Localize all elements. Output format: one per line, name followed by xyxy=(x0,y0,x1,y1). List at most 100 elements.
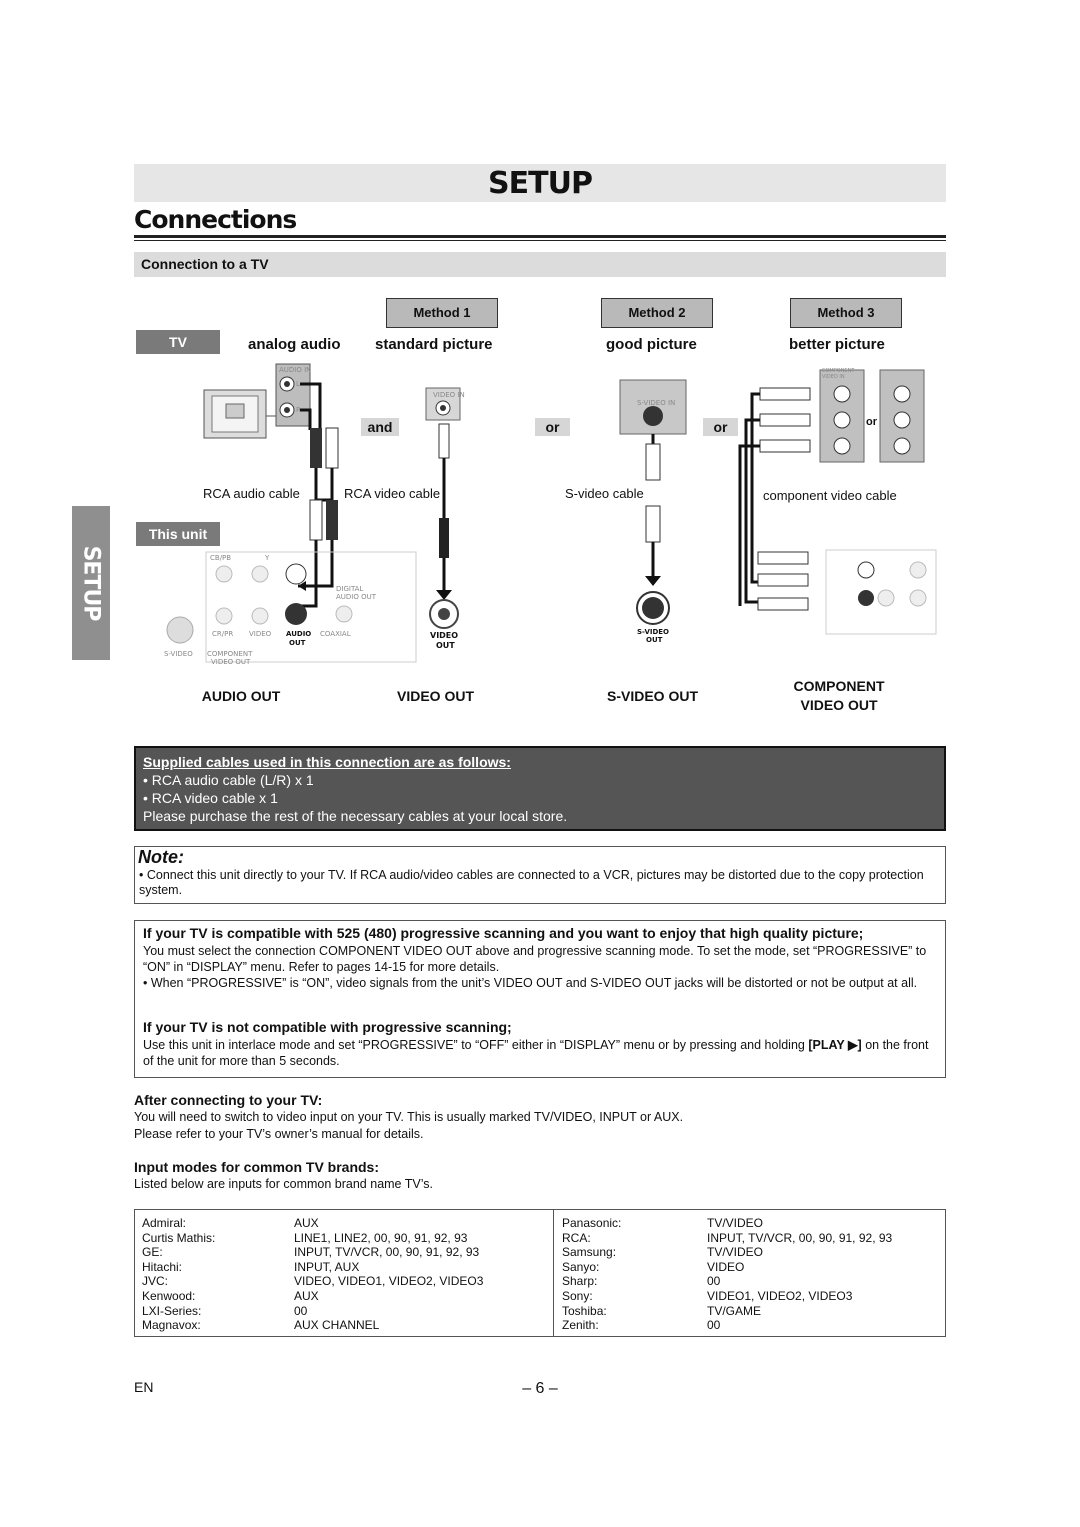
jack-component-unit: COMPONENT xyxy=(207,650,253,658)
rca-video-plug-top xyxy=(438,423,450,459)
output-svideo-out: S-VIDEO OUT xyxy=(606,688,698,704)
jack-coaxial: COAXIAL xyxy=(320,630,351,638)
connector-or-1: or xyxy=(535,418,570,436)
quality-standard: standard picture xyxy=(375,336,493,353)
brand-input: AUX CHANNEL xyxy=(294,1318,380,1333)
right-brand-column: Panasonic:RCA:Samsung:Sanyo:Sharp:Sony:T… xyxy=(562,1216,621,1333)
brand-name: LXI-Series: xyxy=(142,1303,202,1318)
tv-component-in-panels xyxy=(819,369,925,463)
brand-input: 00 xyxy=(294,1303,308,1318)
brand-name: Magnavox: xyxy=(142,1318,201,1333)
component-plugs-bottom xyxy=(757,551,809,611)
brand-input: INPUT, AUX xyxy=(294,1259,360,1274)
brand-input: VIDEO1, VIDEO2, VIDEO3 xyxy=(707,1288,853,1303)
output-component-2: VIDEO OUT xyxy=(800,697,878,713)
input-modes-intro: Listed below are inputs for common brand… xyxy=(134,1177,433,1191)
output-video-out: VIDEO OUT xyxy=(396,688,474,704)
supplied-footer: Please purchase the rest of the necessar… xyxy=(143,808,568,824)
brand-name: Curtis Mathis: xyxy=(142,1230,216,1245)
quality-good: good picture xyxy=(606,336,697,353)
jack-audio: AUDIO xyxy=(286,630,312,638)
brand-input: 00 xyxy=(707,1318,721,1333)
jack-video-m1: VIDEO xyxy=(430,631,459,640)
method-1-label: Method 1 xyxy=(386,298,498,328)
tv-audio-in-panel xyxy=(275,363,311,427)
brand-name: JVC: xyxy=(142,1274,169,1289)
after-line-2: Please refer to your TV’s owner’s manual… xyxy=(134,1127,424,1141)
page-number: – 6 – xyxy=(522,1380,558,1397)
jack-out-m1: OUT xyxy=(436,641,455,650)
connector-and: and xyxy=(361,418,399,436)
rca-video-plug-bottom xyxy=(439,518,449,558)
title-rule xyxy=(134,235,946,238)
unit-rear-panel-right xyxy=(825,549,937,635)
jack-cb-pb-top: CB/PB xyxy=(210,554,232,562)
progressive-body-2: Use this unit in interlace mode and set … xyxy=(143,1037,941,1069)
brand-name: GE: xyxy=(142,1245,163,1260)
input-modes-heading: Input modes for common TV brands: xyxy=(134,1159,380,1175)
brand-input: TV/VIDEO xyxy=(707,1245,764,1260)
subsection-title: Connection to a TV xyxy=(141,256,269,272)
jack-video-in: VIDEO IN xyxy=(433,391,465,399)
brand-name: Admiral: xyxy=(142,1216,187,1230)
brand-input: 00 xyxy=(707,1274,721,1289)
note-title: Note: xyxy=(138,847,184,867)
output-component-1: COMPONENT xyxy=(793,678,885,694)
supplied-item-2: • RCA video cable x 1 xyxy=(143,790,278,806)
subsection-bar: Connection to a TV xyxy=(134,252,946,277)
progressive-heading-2: If your TV is not compatible with progre… xyxy=(143,1019,512,1035)
page-title: Connections xyxy=(134,205,297,234)
language-code: EN xyxy=(134,1379,154,1395)
progressive-heading-1: If your TV is compatible with 525 (480) … xyxy=(143,925,864,941)
progressive-body-2a: Use this unit in interlace mode and set … xyxy=(143,1038,809,1052)
supplied-heading: Supplied cables used in this connection … xyxy=(143,754,511,770)
method-3-label: Method 3 xyxy=(790,298,902,328)
brand-input: LINE1, LINE2, 00, 90, 91, 92, 93 xyxy=(294,1230,468,1245)
supplied-item-1: • RCA audio cable (L/R) x 1 xyxy=(143,772,314,788)
progressive-body-1: You must select the connection COMPONENT… xyxy=(143,944,927,974)
left-brand-column: Admiral:Curtis Mathis:GE:Hitachi:JVC:Ken… xyxy=(142,1216,215,1333)
note-body: • Connect this unit directly to your TV.… xyxy=(139,868,924,897)
brand-name: Samsung: xyxy=(562,1245,617,1260)
jack-video-out-unit: VIDEO OUT xyxy=(211,658,251,666)
jack-video: VIDEO xyxy=(249,630,272,638)
cable-component: component video cable xyxy=(763,488,897,503)
progressive-bullet-1: • When “PROGRESSIVE” is “ON”, video sign… xyxy=(143,976,918,990)
quality-analog-audio: analog audio xyxy=(248,336,341,353)
jack-digital-audio-out: DIGITAL AUDIO OUT xyxy=(336,585,377,601)
jack-audio-out: OUT xyxy=(289,639,306,647)
jack-component-in: COMPONENT VIDEO IN xyxy=(822,368,855,380)
quality-better: better picture xyxy=(789,336,885,353)
side-tab-label: SETUP xyxy=(78,545,104,621)
note-box: Note: • Connect this unit directly to yo… xyxy=(134,846,946,904)
method-2-label: Method 2 xyxy=(601,298,713,328)
brand-input: INPUT, TV/VCR, 00, 90, 91, 92, 93 xyxy=(294,1245,480,1260)
jack-svideo-in: S-VIDEO IN xyxy=(637,399,676,407)
section-title: SETUP xyxy=(134,164,946,202)
tv-video-in-panel xyxy=(425,387,461,421)
side-tab: SETUP xyxy=(72,506,110,660)
brand-name: Kenwood: xyxy=(142,1288,196,1303)
brand-name: Zenith: xyxy=(562,1318,599,1333)
tv-rear-illustration xyxy=(203,389,276,439)
brand-input: AUX xyxy=(294,1216,319,1230)
brand-name: Sharp: xyxy=(562,1274,598,1289)
rca-audio-plug-bottom xyxy=(309,499,338,541)
jack-y-top: Y xyxy=(265,554,270,562)
cable-rca-audio: RCA audio cable xyxy=(203,486,300,501)
brand-input: AUX xyxy=(294,1288,319,1303)
brand-table: Admiral:Curtis Mathis:GE:Hitachi:JVC:Ken… xyxy=(134,1209,946,1337)
progressive-body-2b: on the front of the unit for more than 5… xyxy=(143,1038,929,1068)
after-line-1: You will need to switch to video input o… xyxy=(134,1110,684,1124)
jack-cr-pr: CR/PR xyxy=(212,630,234,638)
jack-svideo-m2: S-VIDEO xyxy=(637,628,670,636)
component-plugs-top xyxy=(759,387,811,453)
connection-diagram xyxy=(166,363,937,663)
jack-audio-in: AUDIO IN xyxy=(279,366,312,374)
this-unit-label: This unit xyxy=(136,522,220,546)
jack-svideo-unit: S-VIDEO xyxy=(164,650,193,658)
table-divider xyxy=(553,1210,554,1336)
brand-name: Panasonic: xyxy=(562,1216,622,1230)
